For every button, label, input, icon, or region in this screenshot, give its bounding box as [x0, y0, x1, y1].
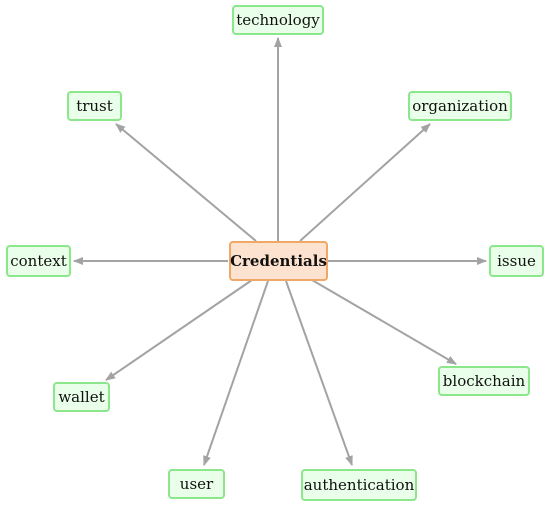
edge-trust — [115, 123, 257, 242]
node-user[interactable]: user — [168, 469, 225, 499]
node-wallet[interactable]: wallet — [53, 382, 110, 412]
node-trust[interactable]: trust — [67, 91, 122, 121]
node-issue[interactable]: issue — [489, 245, 544, 277]
edge-authentication — [285, 280, 353, 466]
node-technology[interactable]: technology — [232, 5, 324, 35]
node-authentication[interactable]: authentication — [301, 469, 417, 501]
center-node-credentials[interactable]: Credentials — [229, 241, 328, 281]
edge-organization — [299, 123, 431, 242]
edge-wallet — [105, 279, 253, 381]
node-context[interactable]: context — [6, 245, 71, 277]
node-blockchain[interactable]: blockchain — [438, 366, 530, 396]
node-organization[interactable]: organization — [408, 91, 512, 121]
edge-user — [203, 280, 269, 466]
edge-blockchain — [311, 279, 457, 365]
